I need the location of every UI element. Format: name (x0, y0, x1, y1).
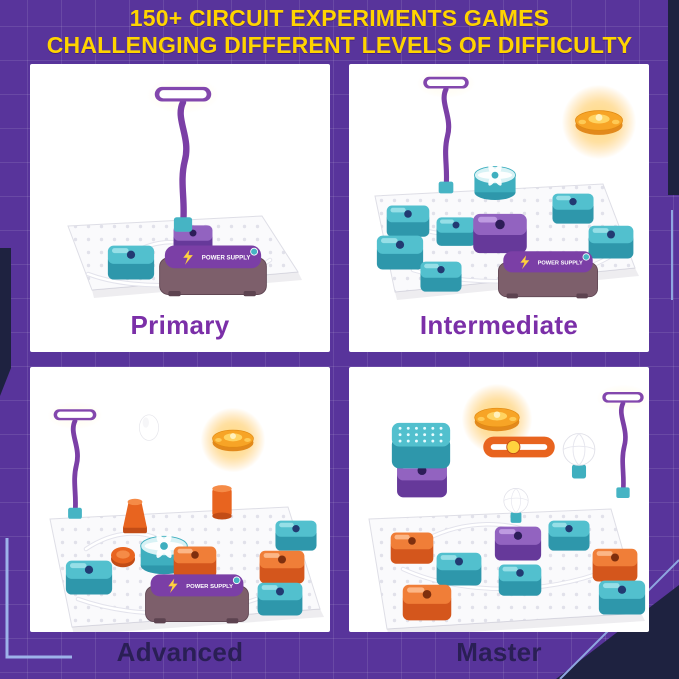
circuit-block-teal (386, 205, 430, 237)
led-matrix-block (391, 422, 451, 469)
level-label-master: Master (456, 637, 542, 667)
power-supply-block (145, 573, 249, 624)
circuit-block-teal (257, 582, 303, 616)
power-supply-block (498, 250, 598, 299)
panel-intermediate: Intermediate (349, 64, 649, 352)
circuit-block-orange (402, 584, 452, 621)
circuit-block-teal (588, 225, 634, 259)
circuit-block-teal (598, 580, 646, 615)
headline: 150+ CIRCUIT EXPERIMENTS GAMES CHALLENGI… (0, 5, 679, 59)
fan-module (473, 162, 516, 201)
circuit-block-purple (494, 526, 542, 561)
headline-line1: 150+ CIRCUIT EXPERIMENTS GAMES (129, 5, 550, 31)
circuit-block-purple (473, 213, 527, 254)
switch-block (107, 245, 155, 280)
usb-lamp (417, 69, 476, 194)
circuit-block-teal (376, 235, 424, 270)
panel-advanced (30, 367, 330, 632)
cell-master: Master (349, 367, 649, 668)
headline-line2: CHALLENGING DIFFERENT LEVELS OF DIFFICUL… (46, 32, 633, 58)
circuit-block-teal (275, 520, 317, 551)
usb-lamp (596, 385, 649, 498)
primary-photo (67, 64, 302, 298)
panel-primary: Primary (30, 64, 330, 352)
circuit-block-teal (548, 520, 590, 551)
usb-lamp (147, 77, 220, 232)
slider-block (482, 436, 556, 458)
horn-module (123, 498, 147, 534)
advanced-photo (30, 367, 324, 632)
egg (139, 414, 159, 441)
circuit-block-teal (436, 552, 482, 586)
circuit-block-orange (390, 532, 434, 564)
levels-grid: Primary Int (30, 64, 649, 668)
intermediate-photo (374, 64, 639, 300)
circuit-block-teal (498, 564, 542, 596)
level-label-intermediate: Intermediate (419, 310, 579, 340)
usb-lamp (47, 402, 102, 519)
left-edge-notch (0, 368, 11, 396)
panel-master (349, 367, 649, 632)
level-label-advanced: Advanced (116, 637, 244, 667)
circuit-block-orange (173, 546, 217, 578)
circuit-block-teal (420, 261, 462, 292)
circuit-block-teal (436, 217, 476, 246)
master-photo (368, 367, 649, 632)
cell-advanced: Advanced (30, 367, 330, 668)
spinning-top (200, 407, 266, 473)
board-shadow (387, 613, 645, 632)
globe-module (562, 433, 596, 479)
power-supply-block (159, 245, 267, 297)
circuit-block-teal (552, 193, 594, 224)
spinning-top (561, 84, 637, 160)
left-edge-accent (0, 248, 11, 368)
round-button (111, 547, 135, 568)
level-label-primary: Primary (130, 310, 230, 340)
circuit-block-orange (259, 550, 305, 584)
circuit-block-teal (65, 560, 113, 595)
cylinder-module (212, 485, 232, 520)
circuit-block-orange (592, 548, 638, 582)
